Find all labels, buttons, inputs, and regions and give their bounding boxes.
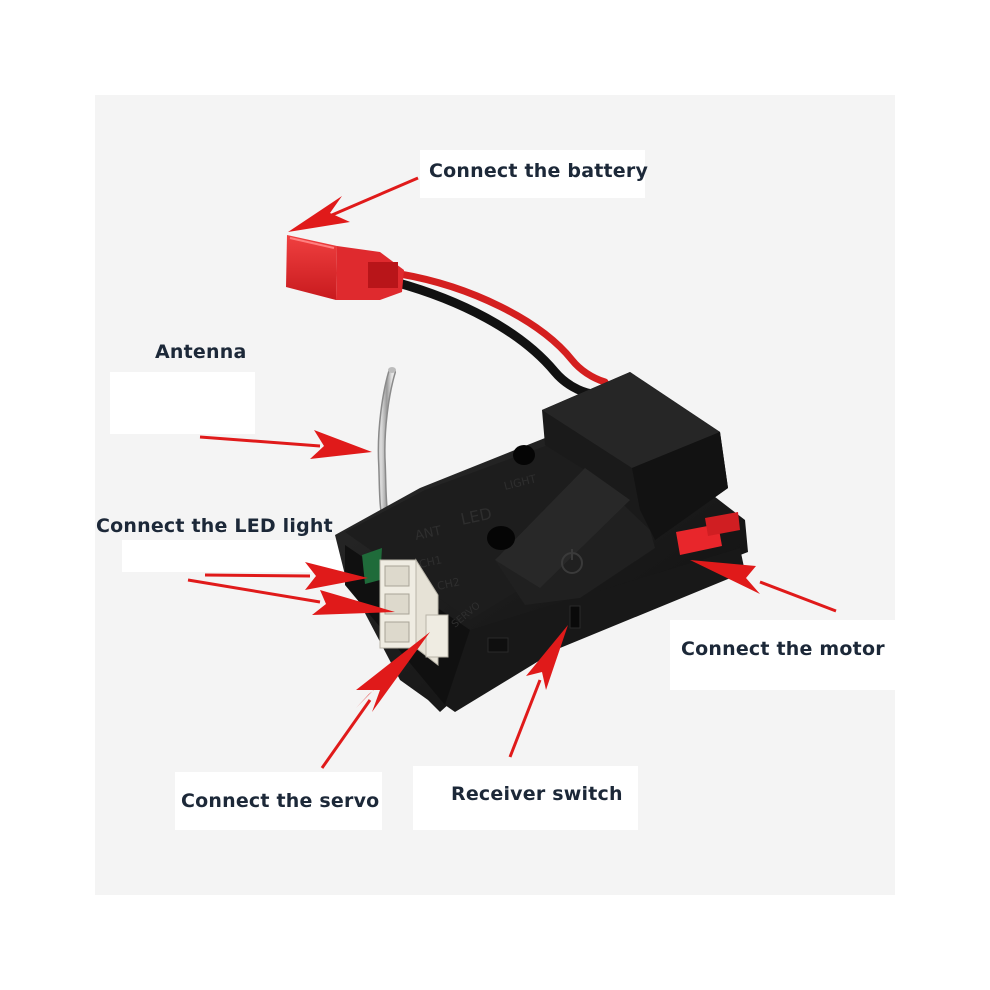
motor-label: Connect the motor [681, 638, 885, 660]
battery-cable [390, 270, 609, 399]
receiver-housing [335, 372, 748, 712]
battery-label: Connect the battery [429, 160, 649, 182]
servo-label: Connect the servo [181, 790, 380, 812]
led-label: Connect the LED light [96, 515, 333, 537]
arrow-motor [690, 560, 837, 613]
motor-label-box [670, 620, 900, 690]
switch-label: Receiver switch [451, 783, 623, 805]
arrow-antenna [199, 430, 372, 459]
antenna-label: Antenna [155, 341, 247, 363]
switch-label-box [413, 766, 638, 830]
arrow-battery [288, 176, 419, 232]
arrow-servo [320, 632, 430, 769]
battery-connector [286, 235, 404, 300]
battery-label-box [420, 150, 645, 198]
marking-ant: ANT [414, 524, 443, 544]
arrow-led-2 [187, 578, 395, 615]
arrow-led-1 [204, 562, 368, 590]
marking-ch2: CH2 [436, 575, 461, 592]
marking-ch1: CH1 [418, 553, 443, 570]
arrow-switch [508, 625, 568, 758]
pointer-arrows [187, 176, 837, 769]
servo-label-box [175, 772, 382, 830]
antenna-label-box [110, 372, 255, 434]
